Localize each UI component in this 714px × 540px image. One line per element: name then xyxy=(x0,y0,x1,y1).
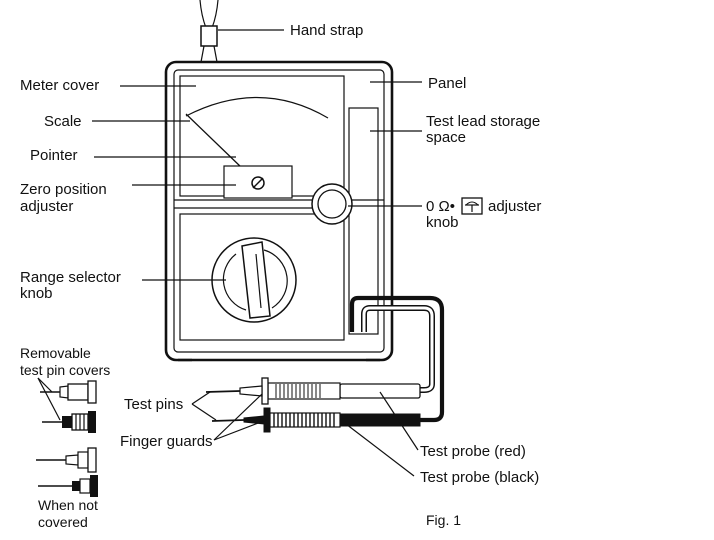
label-hand-strap: Hand strap xyxy=(290,22,363,39)
label-range-selector-2: knob xyxy=(20,285,53,302)
label-finger-guards: Finger guards xyxy=(120,433,213,450)
label-pointer: Pointer xyxy=(30,147,78,164)
figure-caption: Fig. 1 xyxy=(426,512,461,528)
zero-position-adjuster xyxy=(223,165,293,199)
label-test-pins: Test pins xyxy=(124,396,183,413)
test-lead-storage xyxy=(348,107,379,335)
label-meter-cover: Meter cover xyxy=(20,77,99,94)
test-probe-black xyxy=(211,407,421,433)
label-removable-1: Removable xyxy=(20,345,91,361)
meter-body xyxy=(164,60,394,362)
label-probe-red: Test probe (red) xyxy=(420,443,526,460)
pointer-needle xyxy=(185,113,243,169)
test-lead-cables xyxy=(349,295,445,423)
label-zero-position-2: adjuster xyxy=(20,198,73,215)
label-test-lead-storage-1: Test lead storage xyxy=(426,113,540,130)
label-scale: Scale xyxy=(44,113,82,130)
label-ohm-adjuster-2: knob xyxy=(426,214,459,231)
uncovered-pins xyxy=(36,447,98,497)
label-probe-black: Test probe (black) xyxy=(420,469,539,486)
test-probe-red xyxy=(205,377,421,405)
covered-pins xyxy=(40,380,97,433)
leader-lines xyxy=(37,29,422,477)
ohm-symbol-icon xyxy=(461,197,483,215)
ohm-adjuster-knob xyxy=(311,183,353,225)
label-range-selector-1: Range selector xyxy=(20,269,121,286)
label-panel: Panel xyxy=(428,75,466,92)
hand-strap xyxy=(199,0,219,63)
label-zero-position-1: Zero position xyxy=(20,181,107,198)
label-not-covered-1: When not xyxy=(38,497,98,513)
label-removable-2: test pin covers xyxy=(20,362,110,378)
label-test-lead-storage-2: space xyxy=(426,129,466,146)
label-not-covered-2: covered xyxy=(38,514,88,530)
label-ohm-adjuster-prefix: 0 Ω• xyxy=(426,198,455,215)
label-ohm-adjuster-suffix: adjuster xyxy=(488,198,541,215)
scale-arc xyxy=(185,96,329,119)
